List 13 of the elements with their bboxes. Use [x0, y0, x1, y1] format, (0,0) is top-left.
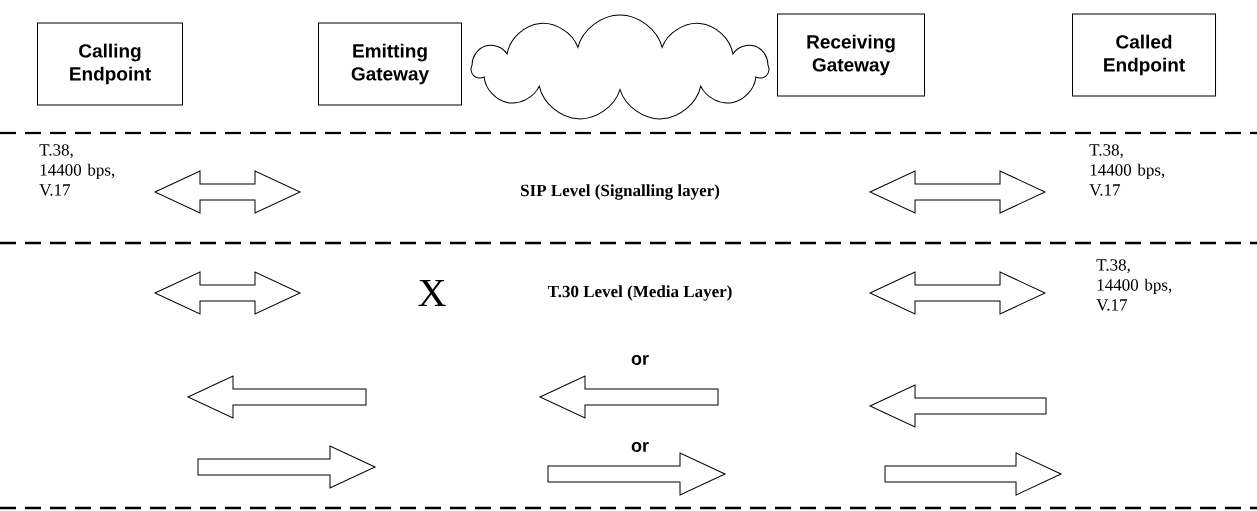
or-label: or	[631, 355, 649, 365]
layer-label: T.30 Level (Media Layer)	[547, 285, 732, 301]
cross-mark: X	[418, 279, 446, 307]
or-label: or	[631, 442, 649, 452]
layer-label: SIP Level (Signalling layer)	[521, 184, 720, 200]
spec-text: T.38, 14400 bps, V.17	[1089, 144, 1165, 196]
endpoint-box: Emitting Gateway	[318, 22, 462, 106]
endpoint-box: Called Endpoint	[1072, 13, 1216, 97]
network-cloud	[470, 14, 770, 120]
endpoint-box: Calling Endpoint	[37, 22, 183, 106]
spec-text: T.38, 14400 bps, V.17	[39, 144, 115, 196]
spec-text: T.38, 14400 bps, V.17	[1096, 259, 1172, 311]
endpoint-box: Receiving Gateway	[777, 13, 925, 97]
